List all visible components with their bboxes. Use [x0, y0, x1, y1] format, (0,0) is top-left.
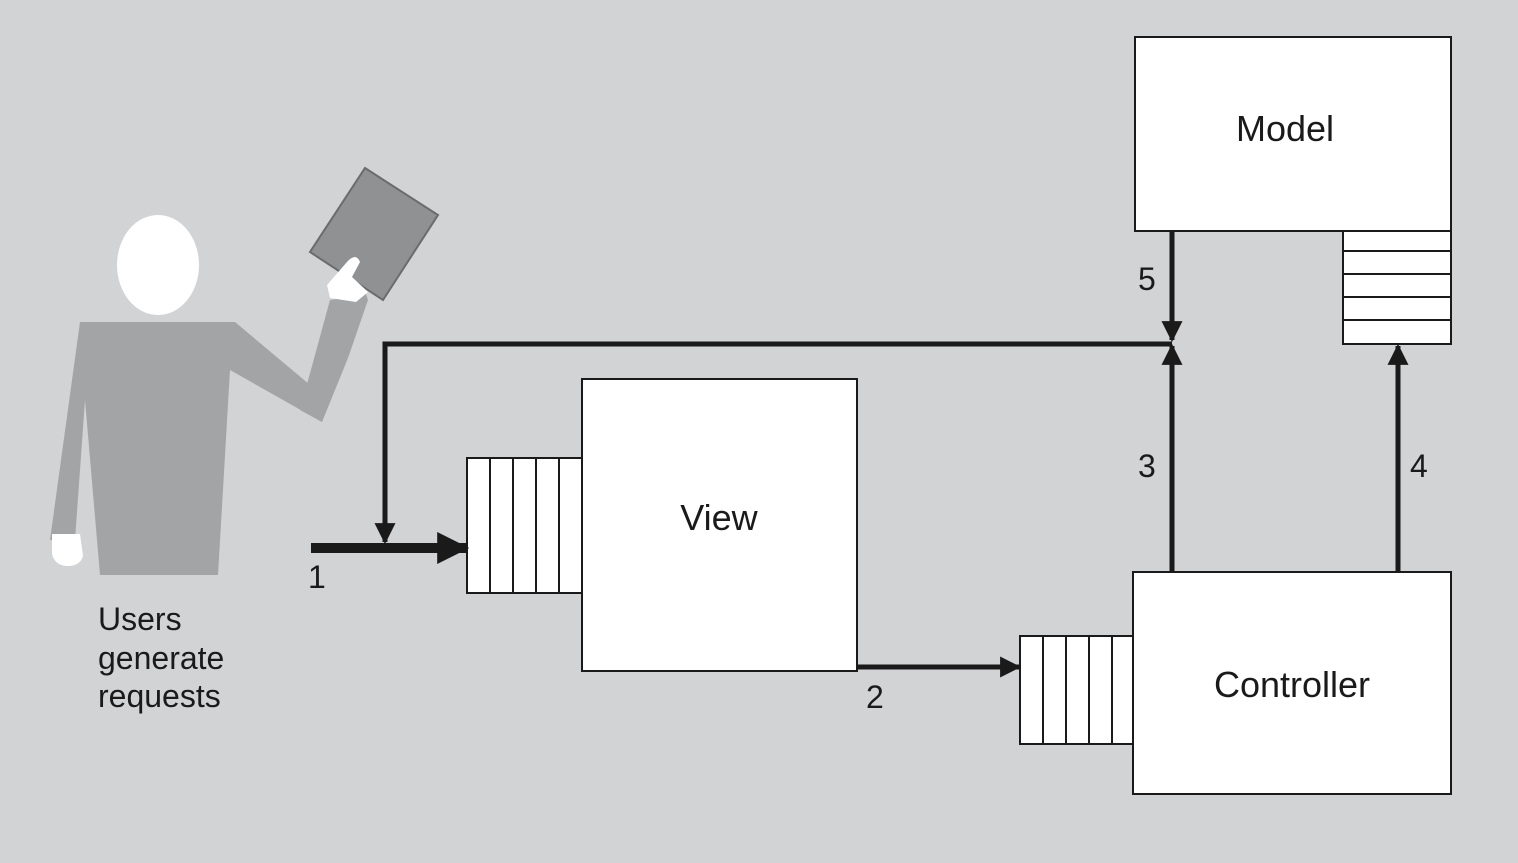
arrow-4-label: 4 — [1410, 448, 1428, 484]
model-box — [1134, 36, 1452, 232]
view-queue-icon — [466, 457, 583, 594]
arrow-3-label: 3 — [1138, 448, 1156, 484]
model-queue-icon — [1342, 230, 1452, 345]
controller-queue-icon — [1019, 635, 1134, 745]
user-caption-line-1: Users — [98, 601, 182, 637]
person-holding-tablet-icon — [50, 166, 440, 575]
user-caption-line-2: generate — [98, 640, 224, 676]
arrow-5-label: 5 — [1138, 261, 1156, 297]
controller-label: Controller — [1214, 664, 1370, 705]
arrow-1-label: 1 — [308, 559, 326, 595]
feedback-line-to-view — [374, 341, 1172, 545]
arrow-2-label: 2 — [866, 679, 884, 715]
view-box — [581, 378, 858, 672]
controller-box — [1132, 571, 1452, 795]
view-label: View — [680, 497, 758, 538]
model-label: Model — [1236, 108, 1334, 149]
user-caption-line-3: requests — [98, 678, 221, 714]
